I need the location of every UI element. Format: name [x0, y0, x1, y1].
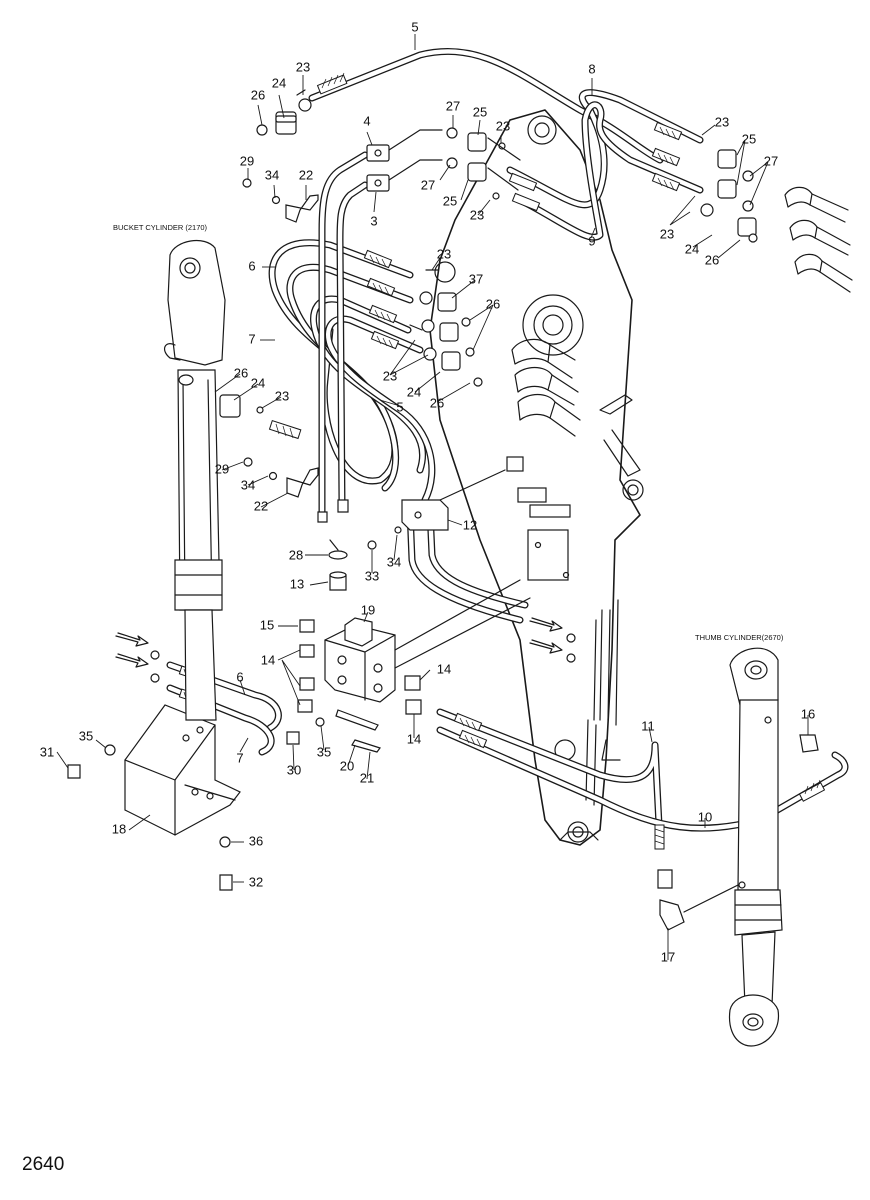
- callout-23-f: 23: [437, 246, 451, 261]
- callout-6-bottom: 6: [236, 669, 243, 684]
- bucket-cylinder-label: BUCKET CYLINDER (2170): [113, 223, 208, 232]
- callout-28: 28: [289, 547, 303, 562]
- leader-lines: [56, 34, 809, 960]
- thumb-cylinder-label: THUMB CYLINDER(2670): [695, 633, 784, 642]
- callout-17: 17: [661, 949, 675, 964]
- callout-5-mid: 5: [396, 399, 403, 414]
- callout-15: 15: [260, 617, 274, 632]
- callout-12: 12: [463, 517, 477, 532]
- bracket-18: [67, 704, 241, 891]
- callout-14-a: 14: [261, 652, 275, 667]
- callout-29-b: 29: [215, 461, 229, 476]
- callout-24-b: 24: [685, 241, 699, 256]
- callout-16: 16: [801, 706, 815, 721]
- callout-18: 18: [112, 821, 126, 836]
- callout-24-a: 24: [272, 75, 286, 90]
- callout-5-top: 5: [411, 19, 418, 34]
- callout-11: 11: [641, 718, 655, 733]
- callout-21: 21: [360, 770, 374, 785]
- callout-13: 13: [290, 576, 304, 591]
- callout-24-d: 24: [251, 375, 265, 390]
- callout-22-a: 22: [299, 167, 313, 182]
- callout-9: 9: [588, 233, 595, 248]
- callout-35-b: 35: [317, 744, 331, 759]
- callout-6-top: 6: [248, 258, 255, 273]
- callout-labels: 5 23 24 26 8 4 27 25 23 23 25 27 29 34 2…: [40, 19, 815, 964]
- flow-arrows: [115, 617, 576, 683]
- callout-14-c: 14: [407, 731, 421, 746]
- callout-25-c: 25: [443, 193, 457, 208]
- callout-36: 36: [249, 833, 263, 848]
- callout-31: 31: [40, 744, 54, 759]
- clamps-fittings: [204, 89, 758, 591]
- callout-26-e: 26: [234, 365, 248, 380]
- callout-34-b: 34: [241, 477, 255, 492]
- callout-26-b: 26: [705, 252, 719, 267]
- callout-26-d: 26: [430, 395, 444, 410]
- callout-37: 37: [469, 271, 483, 286]
- callout-23-h: 23: [275, 388, 289, 403]
- callout-26-c: 26: [486, 296, 500, 311]
- callout-7-top: 7: [248, 331, 255, 346]
- callout-23-b: 23: [496, 118, 510, 133]
- callout-23-a: 23: [296, 59, 310, 74]
- callout-26-a: 26: [251, 87, 265, 102]
- callout-14-b: 14: [437, 661, 451, 676]
- callout-8: 8: [588, 61, 595, 76]
- callout-27-a: 27: [446, 98, 460, 113]
- callout-20: 20: [340, 758, 354, 773]
- callout-23-c: 23: [715, 114, 729, 129]
- bucket-cylinder: [163, 239, 226, 721]
- callout-22-b: 22: [254, 498, 268, 513]
- arm-port-fittings: [511, 186, 853, 437]
- callout-27-c: 27: [421, 177, 435, 192]
- callout-34-a: 34: [265, 167, 279, 182]
- callout-23-g: 23: [383, 368, 397, 383]
- callout-33: 33: [365, 568, 379, 583]
- callout-24-c: 24: [407, 384, 421, 399]
- callout-19: 19: [361, 602, 375, 617]
- valve-block: [286, 579, 531, 753]
- callout-23-d: 23: [470, 207, 484, 222]
- callout-32: 32: [249, 874, 263, 889]
- callout-4: 4: [363, 113, 370, 128]
- callout-23-e: 23: [660, 226, 674, 241]
- callout-25-b: 25: [742, 131, 756, 146]
- callout-10: 10: [698, 809, 712, 824]
- callout-3: 3: [370, 213, 377, 228]
- callout-25-a: 25: [473, 104, 487, 119]
- callout-27-b: 27: [764, 153, 778, 168]
- page-number: 2640: [22, 1154, 65, 1175]
- callout-7-bottom: 7: [236, 750, 243, 765]
- callout-34-c: 34: [387, 554, 401, 569]
- callout-35-a: 35: [79, 728, 93, 743]
- callout-29-a: 29: [240, 153, 254, 168]
- thumb-cylinder: [657, 647, 819, 1047]
- hoses: [166, 47, 849, 849]
- callout-30: 30: [287, 762, 301, 777]
- arm-structure: [429, 109, 644, 846]
